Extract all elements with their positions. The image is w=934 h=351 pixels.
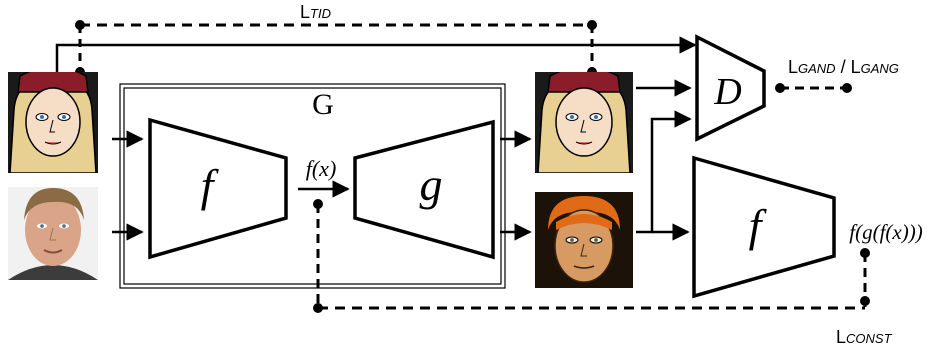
converted-output-face: [535, 192, 633, 288]
generator-label: G: [312, 88, 334, 121]
fgfx-label: f(g(f(x))): [849, 220, 922, 244]
cartoon-output-face: [535, 72, 633, 173]
converted-to-discriminator-arrow: [636, 110, 692, 234]
cartoon-to-discriminator-arrow: [55, 36, 697, 72]
fx-label: f(x): [306, 156, 337, 181]
g-decoder-label: g: [420, 159, 443, 210]
discriminator-label: D: [713, 71, 741, 113]
const-loss-label: LCONST: [836, 327, 893, 347]
discriminator-block: [695, 34, 766, 142]
tid-loss-connector: [75, 20, 597, 77]
generator-box: [119, 83, 506, 289]
f-second-block: [692, 155, 836, 299]
f-encoder-block: [148, 117, 288, 260]
const-loss-connector: [313, 199, 870, 313]
gan-loss-connector: [775, 83, 852, 93]
g-decoder-block: [353, 119, 495, 260]
cartoon-input-face: [8, 72, 98, 173]
gan-loss-label: LGAND / LGANG: [788, 57, 899, 77]
tid-loss-label: LTID: [300, 2, 331, 22]
photo-input-face: [8, 187, 98, 280]
